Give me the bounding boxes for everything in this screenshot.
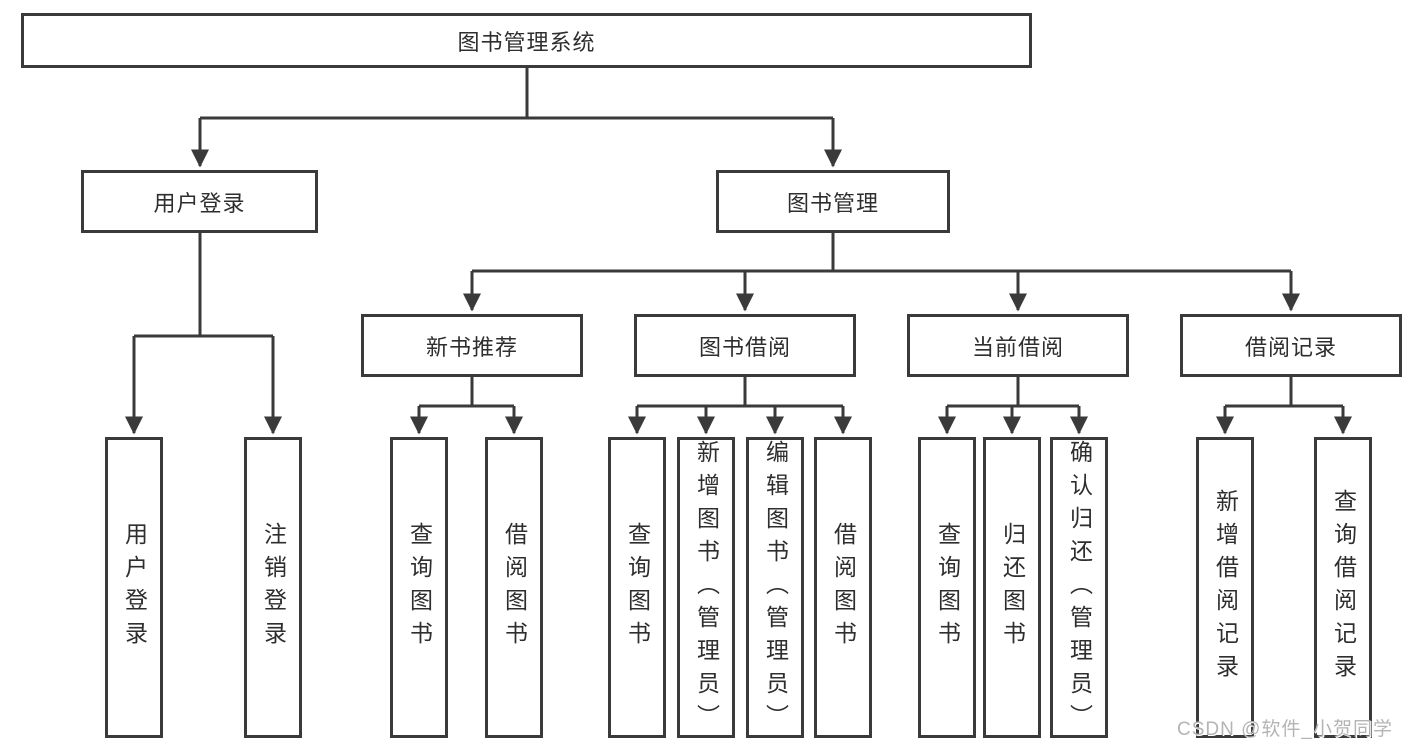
- leaf-records-add-record: 新增借阅记录: [1196, 437, 1254, 738]
- csdn-watermark: CSDN @软件_小贺同学: [1177, 719, 1393, 740]
- node-root-library-system: 图书管理系统: [21, 13, 1032, 68]
- node-book-borrow: 图书借阅: [634, 314, 856, 377]
- book-borrow-children-connector: [628, 377, 852, 435]
- node-label: 新增图书（管理员）: [693, 440, 720, 737]
- user-login-children-connector: [125, 233, 282, 435]
- node-label: 新书推荐: [425, 334, 518, 360]
- node-label: 新增借阅记录: [1212, 488, 1239, 687]
- current-borrow-children-connector: [938, 377, 1088, 435]
- node-label: 注销登录: [260, 521, 287, 654]
- root-to-level2-connector: [191, 68, 842, 168]
- leaf-records-query-record: 查询借阅记录: [1314, 437, 1372, 738]
- node-label: 查询图书: [624, 521, 651, 654]
- leaf-newbooks-query-books: 查询图书: [390, 437, 448, 738]
- node-label: 查询图书: [406, 521, 433, 654]
- leaf-current-confirm-return-admin: 确认归还（管理员）: [1050, 437, 1108, 738]
- node-label: 编辑图书（管理员）: [762, 440, 789, 737]
- node-label: 借阅图书: [501, 521, 528, 654]
- book-management-children-connector: [463, 233, 1300, 312]
- node-label: 图书管理系统: [457, 29, 596, 55]
- node-label: 用户登录: [121, 521, 148, 654]
- borrow-records-children-connector: [1216, 377, 1352, 435]
- node-label: 图书管理: [786, 190, 879, 216]
- leaf-logout: 注销登录: [244, 437, 302, 738]
- leaf-borrow-edit-books-admin: 编辑图书（管理员）: [746, 437, 804, 738]
- node-label: 归还图书: [999, 521, 1026, 654]
- node-user-login: 用户登录: [81, 170, 318, 233]
- leaf-borrow-add-books-admin: 新增图书（管理员）: [677, 437, 735, 738]
- node-label: 用户登录: [153, 190, 246, 216]
- node-current-borrow: 当前借阅: [907, 314, 1129, 377]
- node-label: 借阅图书: [830, 521, 857, 654]
- node-label: 确认归还（管理员）: [1066, 440, 1093, 737]
- leaf-current-return-books: 归还图书: [983, 437, 1041, 738]
- node-label: 借阅记录: [1244, 334, 1337, 360]
- leaf-borrow-borrow-books: 借阅图书: [814, 437, 872, 738]
- node-label: 图书借阅: [698, 334, 791, 360]
- leaf-user-login: 用户登录: [105, 437, 163, 738]
- node-label: 当前借阅: [971, 334, 1064, 360]
- leaf-current-query-books: 查询图书: [918, 437, 976, 738]
- node-label: 查询图书: [934, 521, 961, 654]
- node-new-book-recommend: 新书推荐: [361, 314, 583, 377]
- node-book-management: 图书管理: [716, 170, 950, 233]
- new-books-children-connector: [410, 377, 523, 435]
- leaf-borrow-query-books: 查询图书: [608, 437, 666, 738]
- leaf-newbooks-borrow-books: 借阅图书: [485, 437, 543, 738]
- node-label: 查询借阅记录: [1330, 488, 1357, 687]
- node-borrow-records: 借阅记录: [1180, 314, 1402, 377]
